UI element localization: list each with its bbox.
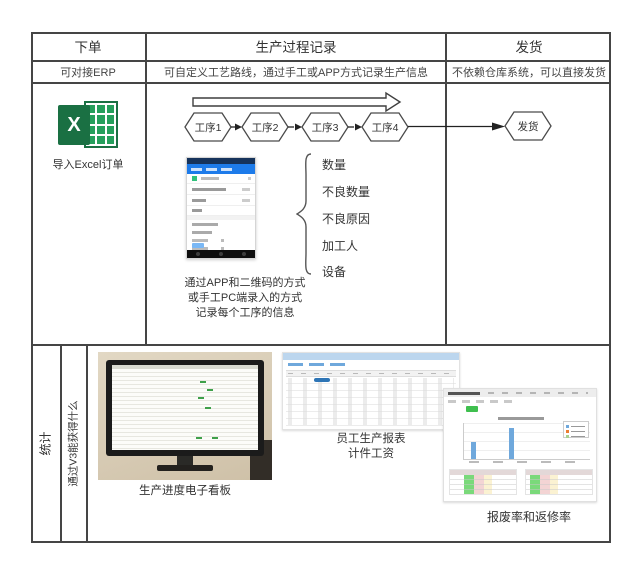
phone-form-row xyxy=(187,220,255,228)
header-order: 下单 xyxy=(74,40,102,55)
rates-caption: 报废率和返修率 xyxy=(486,510,571,524)
monitor-stand-neck xyxy=(177,456,193,466)
ship-hexagon xyxy=(504,111,552,141)
rates-table-right xyxy=(525,469,593,495)
rates-screenshot xyxy=(443,388,597,502)
chart-bar-1 xyxy=(471,442,476,459)
x-tick-label xyxy=(541,461,551,463)
note-line-3: 记录每个工序的信息 xyxy=(195,307,295,319)
rates-title-bar xyxy=(444,389,596,397)
record-field: 数量 xyxy=(322,158,347,172)
rates-table-left xyxy=(449,469,517,495)
report-link-row xyxy=(288,363,345,366)
process-note: 通过APP和二维码的方式 或手工PC端录入的方式 记录每个工序的信息 xyxy=(163,276,327,321)
subheader-ship: 不依赖仓库系统，可以直接发货 xyxy=(452,67,606,79)
arrow-head-icon xyxy=(355,123,362,131)
step3-label: 工序3 xyxy=(312,121,339,134)
x-tick-label xyxy=(469,461,479,463)
divider-col1-col2 xyxy=(145,32,147,346)
excel-x-badge: X xyxy=(58,105,90,145)
phone-form-row xyxy=(187,174,255,184)
divider-stats-row xyxy=(31,344,611,346)
report-table-columns xyxy=(288,378,454,425)
phone-form-row xyxy=(187,236,255,244)
step4-label: 工序4 xyxy=(372,121,399,134)
phone-form-row xyxy=(187,244,255,252)
monitor-screen xyxy=(112,365,258,450)
header-ship: 发货 xyxy=(515,40,543,55)
subheader-process: 可自定义工艺路线，通过手工或APP方式记录生产信息 xyxy=(163,67,428,79)
monitor-photo xyxy=(98,352,272,480)
phone-form-row xyxy=(187,184,255,195)
excel-caption: 导入Excel订单 xyxy=(52,159,124,171)
x-tick-label xyxy=(517,461,527,463)
mini-table-header xyxy=(450,470,516,475)
ship-node-label: 发货 xyxy=(518,120,539,133)
chart-legend xyxy=(563,421,589,438)
record-field: 不良原因 xyxy=(322,212,371,226)
timeline-arrow-icon xyxy=(192,91,402,113)
report-caption-line2: 计件工资 xyxy=(348,448,394,460)
table-outer-border xyxy=(31,32,611,543)
chart-title-bar xyxy=(498,417,544,420)
arrow-head-icon xyxy=(492,122,505,131)
chart-bar-2 xyxy=(509,428,514,459)
note-line-2: 或手工PC端录入的方式 xyxy=(187,292,303,304)
note-line-1: 通过APP和二维码的方式 xyxy=(184,277,306,289)
screen-header-row xyxy=(112,365,258,369)
phone-form-row xyxy=(187,228,255,236)
mini-table-rows xyxy=(450,475,516,494)
record-field: 不良数量 xyxy=(322,185,371,199)
divider-col2-col3 xyxy=(445,32,447,346)
header-process: 生产过程记录 xyxy=(255,40,337,55)
phone-nav-bar xyxy=(187,164,255,174)
divider-stats-label1 xyxy=(60,344,62,543)
arrow-head-icon xyxy=(235,123,242,131)
mini-table-rows xyxy=(526,475,592,494)
report-highlight-cell xyxy=(314,378,330,382)
phone-status-bar xyxy=(187,158,255,164)
divider-header xyxy=(31,60,611,62)
rates-search-button xyxy=(466,406,478,412)
phone-form-row xyxy=(187,206,255,216)
phone-screenshot xyxy=(186,157,256,259)
rates-filter-row xyxy=(448,400,518,403)
report-table-header xyxy=(286,370,456,377)
report-top-bar xyxy=(283,353,459,360)
x-tick-label xyxy=(493,461,503,463)
step1-label: 工序1 xyxy=(195,121,222,134)
record-field: 加工人 xyxy=(322,239,359,253)
phone-submit-chip xyxy=(192,243,204,248)
curly-brace-icon xyxy=(296,153,312,275)
mini-table-header xyxy=(526,470,592,475)
phone-dock-bar xyxy=(187,250,255,258)
x-tick-label xyxy=(565,461,575,463)
report-table-rows xyxy=(286,377,456,427)
monitor-stand-base xyxy=(157,465,213,471)
record-field: 设备 xyxy=(322,265,347,279)
stats-row-label: 统计 xyxy=(38,431,53,456)
divider-stats-label2 xyxy=(86,344,88,543)
process-flow-diagram: 工序1 工序2 工序3 工序4 发货 xyxy=(184,91,552,142)
report-screenshot xyxy=(282,352,460,430)
divider-subheader xyxy=(31,82,611,84)
monitor-bezel xyxy=(106,360,264,456)
arrow-head-icon xyxy=(295,123,302,131)
phone-form-row xyxy=(187,195,255,206)
phone-section-gap xyxy=(187,216,255,220)
subheader-order: 可对接ERP xyxy=(60,67,116,79)
stats-question-label: 通过V3能获得什么 xyxy=(67,400,80,487)
step2-label: 工序2 xyxy=(252,121,279,134)
rates-bar-chart xyxy=(449,415,593,465)
excel-icon: X xyxy=(58,100,120,150)
report-caption: 员工生产报表 计件工资 xyxy=(282,432,460,462)
report-caption-line1: 员工生产报表 xyxy=(336,433,406,445)
board-caption: 生产进度电子看板 xyxy=(139,485,231,497)
